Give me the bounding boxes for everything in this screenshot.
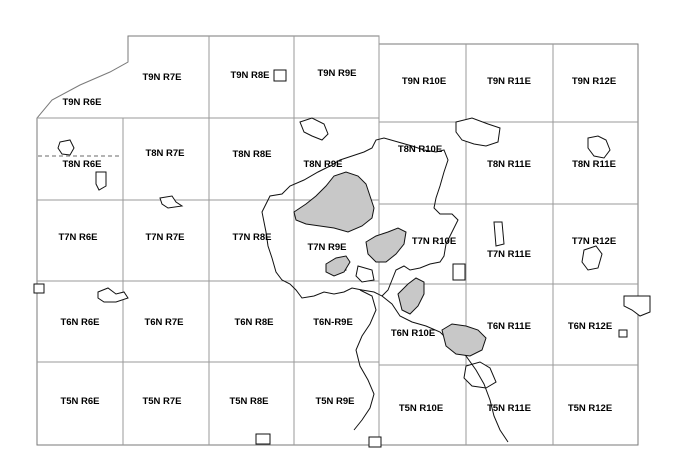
label-t9n-r8e: T9N R8E: [230, 70, 269, 81]
label-t5n-r8e: T5N R8E: [229, 396, 268, 407]
label-t7n-r6e: T7N R6E: [58, 232, 97, 243]
label-t7n-r9e: T7N R9E: [307, 242, 346, 253]
label-t6n-r9e: T6N-R9E: [313, 317, 353, 328]
label-t8n-r10e: T8N R10E: [398, 144, 442, 155]
label-t5n-r11e: T5N R11E: [487, 403, 531, 414]
label-t9n-r7e: T9N R7E: [142, 72, 181, 83]
label-t6n-r11e: T6N R11E: [487, 321, 531, 332]
label-t8n-r6e: T8N R6E: [62, 159, 101, 170]
label-t6n-r12e: T6N R12E: [568, 321, 612, 332]
label-t9n-r6e: T9N R6E: [62, 97, 101, 108]
label-t6n-r10e: T6N R10E: [391, 328, 435, 339]
township-labels: T9N R6E T9N R7E T9N R8E T9N R9E T9N R10E…: [58, 68, 616, 414]
label-t9n-r10e: T9N R10E: [402, 76, 446, 87]
small-features: [33, 69, 651, 448]
label-t6n-r7e: T6N R7E: [144, 317, 183, 328]
label-t5n-r7e: T5N R7E: [142, 396, 181, 407]
label-t7n-r10e: T7N R10E: [412, 236, 456, 247]
label-t5n-r9e: T5N R9E: [315, 396, 354, 407]
label-t6n-r6e: T6N R6E: [60, 317, 99, 328]
label-t7n-r7e: T7N R7E: [145, 232, 184, 243]
label-t7n-r12e: T7N R12E: [572, 236, 616, 247]
label-t9n-r11e: T9N R11E: [487, 76, 531, 87]
label-t5n-r10e: T5N R10E: [399, 403, 443, 414]
label-t5n-r6e: T5N R6E: [60, 396, 99, 407]
township-grid: [37, 36, 638, 445]
urban-boundary: [261, 137, 459, 299]
label-t7n-r11e: T7N R11E: [487, 249, 531, 260]
lakes: [293, 171, 487, 357]
label-t7n-r8e: T7N R8E: [232, 232, 271, 243]
county-boundary: [36, 35, 639, 446]
label-t6n-r8e: T6N R8E: [234, 317, 273, 328]
label-t8n-r7e: T8N R7E: [145, 148, 184, 159]
urban-boundary-south: [353, 289, 377, 431]
label-t8n-r11e-b: T8N R11E: [572, 159, 616, 170]
label-t8n-r8e: T8N R8E: [232, 149, 271, 160]
label-t8n-r11e-a: T8N R11E: [487, 159, 531, 170]
label-t5n-r12e: T5N R12E: [568, 403, 612, 414]
label-t9n-r12e: T9N R12E: [572, 76, 616, 87]
label-t9n-r9e: T9N R9E: [317, 68, 356, 79]
label-t8n-r9e: T8N R9E: [303, 159, 342, 170]
